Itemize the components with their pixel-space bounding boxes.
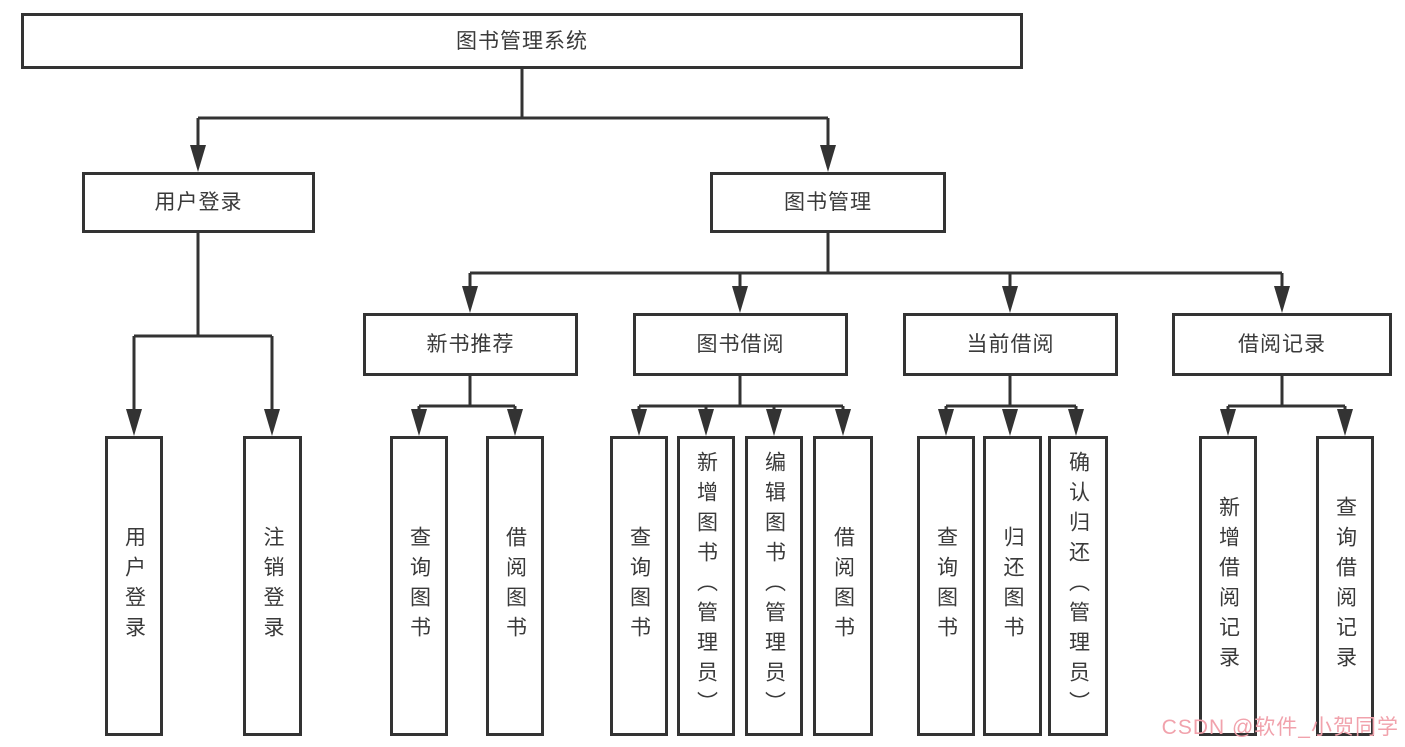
node-book-borrow: 图书借阅 [633,313,848,376]
leaf-borrow-books: 借阅图书 [813,436,873,736]
leaf-add-book-admin: 新增图书（管理员） [677,436,735,736]
leaf-edit-book-admin: 编辑图书（管理员） [745,436,803,736]
node-new-book-recommend: 新书推荐 [363,313,578,376]
leaf-query-books-current: 查询图书 [917,436,975,736]
leaf-user-login: 用户登录 [105,436,163,736]
leaf-borrow-books-recommend: 借阅图书 [486,436,544,736]
leaf-confirm-return-admin: 确认归还（管理员） [1048,436,1108,736]
leaf-return-book: 归还图书 [983,436,1042,736]
leaf-add-borrow-record: 新增借阅记录 [1199,436,1257,736]
node-user-login: 用户登录 [82,172,315,233]
node-book-management: 图书管理 [710,172,946,233]
node-borrow-records: 借阅记录 [1172,313,1392,376]
node-library-management-system: 图书管理系统 [21,13,1023,69]
leaf-query-books-borrow: 查询图书 [610,436,668,736]
leaf-query-borrow-record: 查询借阅记录 [1316,436,1374,736]
leaf-query-books-recommend: 查询图书 [390,436,448,736]
leaf-logout: 注销登录 [243,436,302,736]
node-current-borrow: 当前借阅 [903,313,1118,376]
